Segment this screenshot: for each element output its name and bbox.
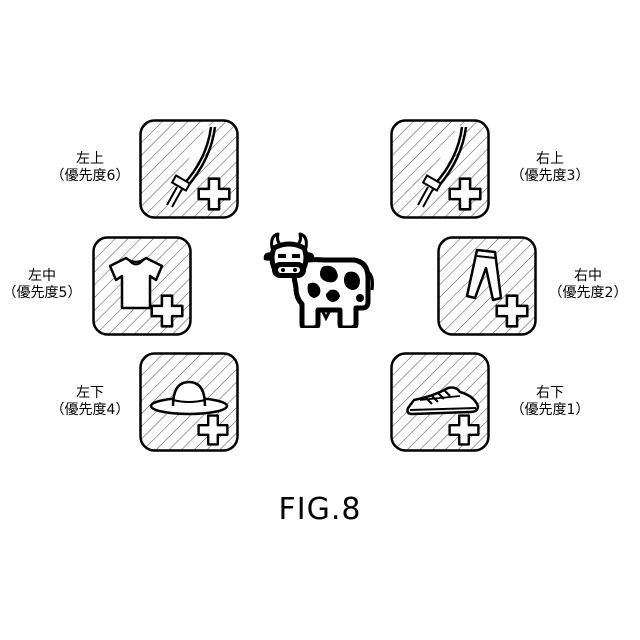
- tile-lower-left[interactable]: [139, 352, 239, 452]
- position-text: 右上: [500, 151, 600, 168]
- label-lower-right: 右下 （優先度1）: [500, 385, 600, 419]
- position-text: 右中: [538, 268, 638, 285]
- cow-icon: [262, 232, 374, 328]
- position-text: 右下: [500, 385, 600, 402]
- position-text: 左上: [40, 151, 140, 168]
- position-text: 左中: [0, 268, 92, 285]
- priority-text: （優先度1）: [500, 402, 600, 419]
- tile-middle-right[interactable]: [437, 236, 537, 336]
- priority-text: （優先度2）: [538, 285, 638, 302]
- priority-text: （優先度5）: [0, 285, 92, 302]
- label-middle-left: 左中 （優先度5）: [0, 268, 92, 302]
- priority-text: （優先度4）: [40, 402, 140, 419]
- label-upper-left: 左上 （優先度6）: [40, 151, 140, 185]
- label-upper-right: 右上 （優先度3）: [500, 151, 600, 185]
- tile-lower-right[interactable]: [390, 352, 490, 452]
- figure-label: FIG.8: [0, 492, 640, 527]
- tile-upper-right[interactable]: [390, 119, 490, 219]
- tile-middle-left[interactable]: [92, 236, 192, 336]
- label-middle-right: 右中 （優先度2）: [538, 268, 638, 302]
- priority-text: （優先度3）: [500, 168, 600, 185]
- position-text: 左下: [40, 385, 140, 402]
- tile-upper-left[interactable]: [139, 119, 239, 219]
- label-lower-left: 左下 （優先度4）: [40, 385, 140, 419]
- priority-text: （優先度6）: [40, 168, 140, 185]
